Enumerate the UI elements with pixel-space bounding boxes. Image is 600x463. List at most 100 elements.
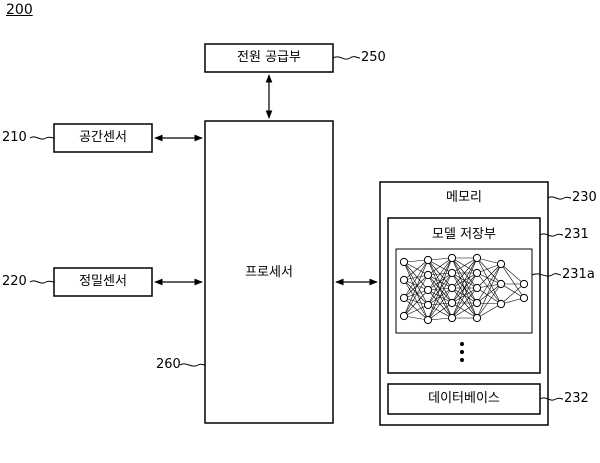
nn-edge	[403, 261, 429, 291]
leader-231	[539, 233, 564, 237]
nn-edge	[500, 263, 525, 285]
nn-edge	[427, 302, 453, 321]
nn-node	[447, 313, 457, 323]
nn-edge	[403, 261, 429, 321]
nn-node	[472, 283, 482, 293]
nn-node	[472, 313, 482, 323]
power-supply-label: 전원 공급부	[237, 50, 301, 65]
nn-edge	[476, 283, 502, 319]
nn-edge	[476, 257, 502, 305]
nn-edge	[476, 257, 502, 285]
model-storage-label: 모델 저장부	[432, 227, 496, 242]
nn-edge	[403, 261, 429, 276]
nn-node	[519, 293, 529, 303]
leader-231a	[531, 273, 562, 277]
nn-edge	[403, 261, 429, 306]
nn-edge	[476, 263, 502, 274]
figure-label: 200	[6, 2, 33, 18]
nn-edge	[451, 302, 478, 319]
nn-edge	[476, 272, 502, 285]
nn-edge	[476, 257, 502, 265]
nn-edge	[403, 259, 429, 281]
nn-edge	[476, 263, 502, 304]
ref-230: 230	[572, 190, 597, 205]
nn-edge	[451, 257, 478, 304]
nn-edge	[451, 272, 478, 319]
nn-node	[423, 270, 433, 280]
nn-edge	[403, 259, 429, 299]
nn-node	[423, 315, 433, 325]
ref-231a: 231a	[562, 267, 595, 282]
nn-edge	[476, 303, 502, 319]
nn-node	[496, 279, 506, 289]
nn-node	[423, 285, 433, 295]
spatial-sensor-label: 공간센서	[79, 130, 127, 145]
processor-label: 프로세서	[245, 265, 293, 280]
nn-edge	[427, 257, 453, 321]
nn-edge	[403, 274, 429, 299]
nn-node	[399, 311, 409, 321]
ellipsis-icon	[460, 342, 466, 366]
neural-network	[399, 253, 529, 325]
nn-edge	[403, 259, 429, 317]
nn-edge	[427, 257, 453, 291]
ref-260: 260	[156, 357, 181, 372]
nn-node	[496, 299, 506, 309]
nn-node	[496, 259, 506, 269]
memory-label: 메모리	[446, 190, 482, 205]
nn-edge	[403, 289, 429, 317]
database-box	[387, 383, 541, 415]
ref-250: 250	[361, 50, 386, 65]
nn-edge	[403, 279, 429, 306]
leader-250	[332, 56, 361, 60]
nn-node	[519, 279, 529, 289]
nn-node	[447, 298, 457, 308]
ref-220: 220	[2, 274, 27, 289]
spatial-sensor-box	[53, 123, 153, 153]
nn-edge	[451, 257, 478, 289]
nn-edge	[403, 289, 429, 299]
nn-edge	[476, 263, 502, 289]
reference-leaders	[29, 56, 572, 401]
nn-edge	[451, 257, 478, 319]
nn-edge	[403, 297, 429, 321]
nn-edge	[403, 297, 429, 306]
nn-node	[423, 255, 433, 265]
nn-edge	[403, 304, 429, 317]
nn-node	[447, 283, 457, 293]
nn-edge	[500, 263, 525, 299]
nn-edge	[403, 279, 429, 291]
nn-node	[447, 253, 457, 263]
ref-210: 210	[2, 130, 27, 145]
nn-node	[399, 257, 409, 267]
leader-230	[547, 196, 572, 200]
processor-box	[204, 120, 334, 424]
nn-edge	[476, 263, 502, 319]
nn-edge	[476, 272, 502, 305]
leader-220	[29, 280, 55, 284]
precision-sensor-label: 정밀센서	[79, 274, 127, 289]
nn-edge	[427, 287, 453, 321]
nn-node	[399, 275, 409, 285]
nn-edge	[427, 257, 453, 276]
database-label: 데이터베이스	[428, 391, 500, 406]
nn-edge	[500, 283, 525, 305]
neural-network-frame	[395, 248, 533, 334]
nn-edge	[427, 257, 453, 306]
nn-edge	[476, 287, 502, 305]
leader-210	[29, 136, 55, 140]
nn-edge	[451, 287, 478, 319]
nn-edge	[451, 257, 478, 274]
leader-260	[179, 363, 206, 367]
nn-node	[472, 253, 482, 263]
nn-edge	[427, 272, 453, 321]
ref-232: 232	[564, 391, 589, 406]
nn-edge	[403, 279, 429, 321]
nn-node	[472, 268, 482, 278]
nn-node	[447, 268, 457, 278]
nn-edge	[476, 283, 502, 304]
ref-231: 231	[564, 227, 589, 242]
nn-node	[423, 300, 433, 310]
leader-232	[539, 397, 564, 401]
